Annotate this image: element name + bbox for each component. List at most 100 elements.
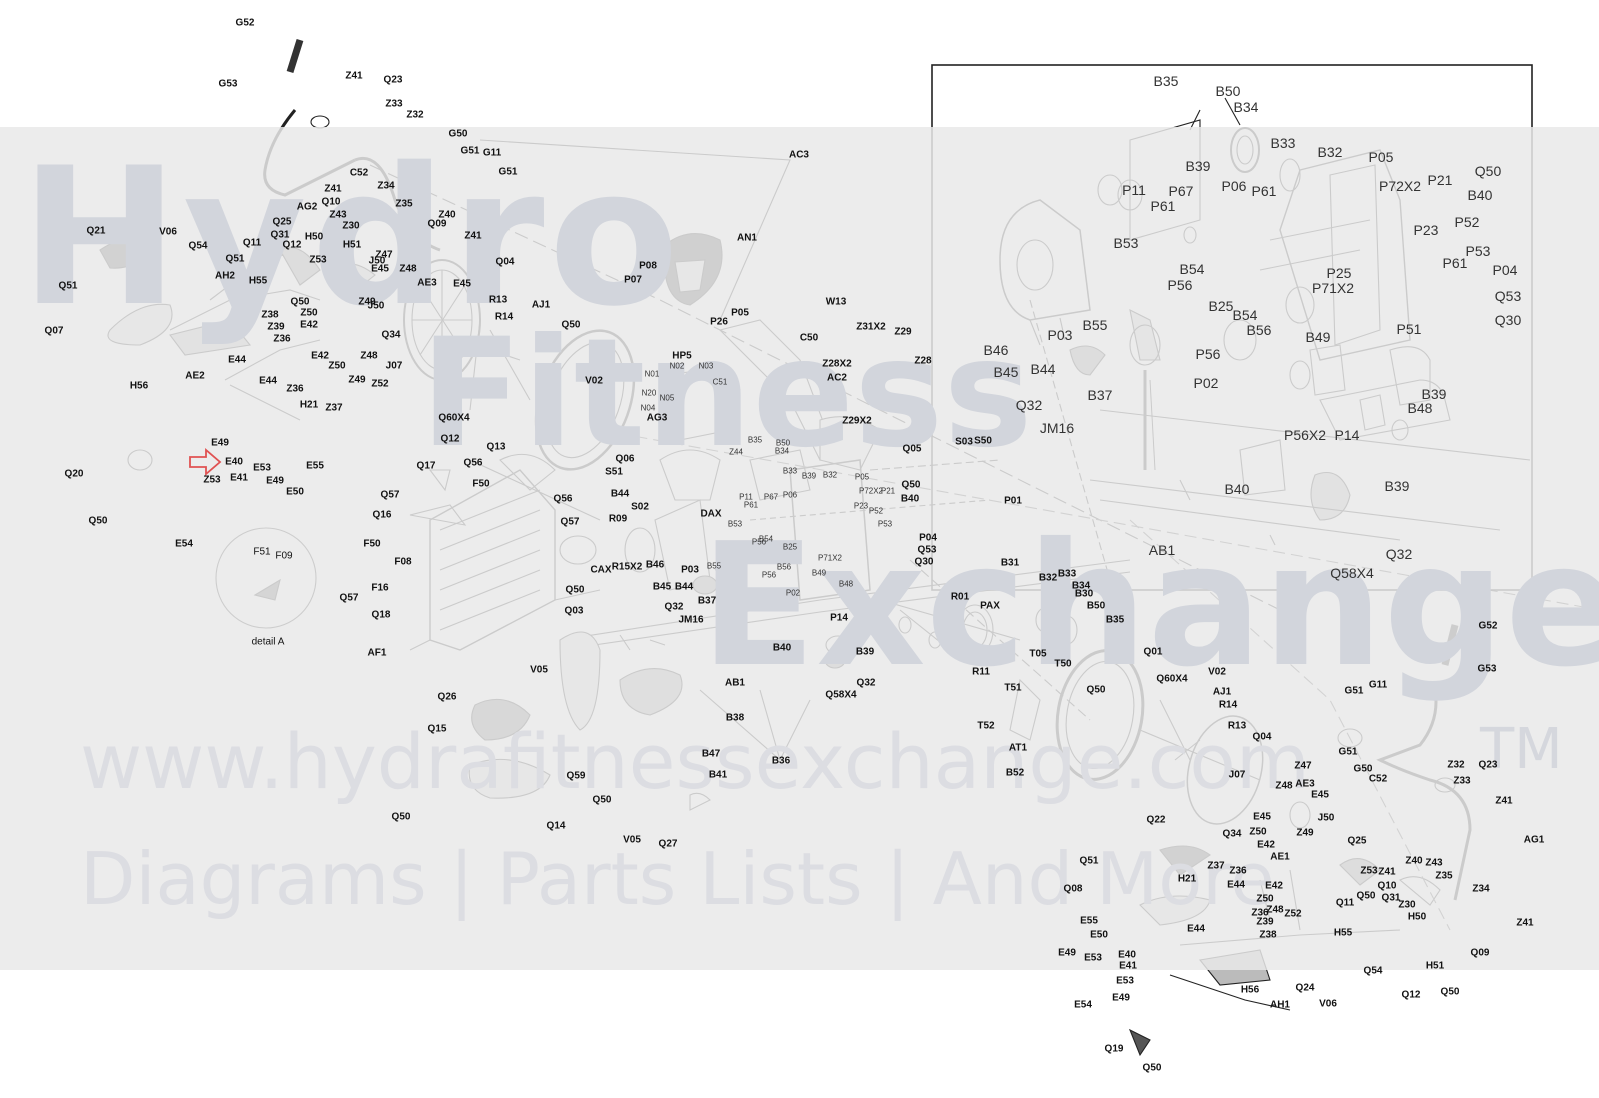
- part-label-small: P11: [739, 492, 753, 502]
- part-label: S50: [974, 435, 992, 447]
- inset-part-label: P06: [1221, 178, 1247, 194]
- part-label: E41: [230, 472, 248, 484]
- part-label: Q19: [1104, 1043, 1124, 1055]
- part-label: J50: [367, 300, 385, 312]
- inset-part-label: Q58X4: [1330, 565, 1374, 581]
- part-label: AE1: [1270, 851, 1290, 863]
- part-label: B52: [1005, 767, 1025, 779]
- part-label: Q25: [272, 216, 292, 228]
- part-label: Z52: [1284, 908, 1302, 920]
- inset-part-label: P71X2: [1311, 280, 1355, 296]
- part-label: Q50: [561, 319, 581, 331]
- part-label: Q22: [1146, 814, 1166, 826]
- part-label: Z47: [375, 249, 393, 261]
- part-label: AH2: [214, 270, 236, 282]
- part-label: P14: [830, 612, 848, 624]
- part-label-small: B50: [775, 438, 791, 448]
- part-label: Z36: [286, 383, 304, 395]
- part-label: AE3: [417, 277, 437, 289]
- part-label: P04: [919, 532, 937, 544]
- part-label-small: P02: [785, 588, 801, 598]
- inset-part-label: P56: [1195, 346, 1221, 362]
- part-label: E55: [1080, 915, 1098, 927]
- part-label: Q06: [615, 453, 635, 465]
- part-label: R14: [494, 311, 514, 323]
- part-label: Z50: [1249, 826, 1267, 838]
- part-label: B35: [1105, 614, 1125, 626]
- part-label: G11: [1368, 679, 1388, 691]
- part-label: J07: [385, 360, 403, 372]
- part-label-small: N20: [641, 388, 657, 398]
- part-label: Z53: [309, 254, 327, 266]
- inset-part-label: P56X2: [1283, 427, 1327, 443]
- part-label: Q50: [592, 794, 612, 806]
- inset-part-label: B54: [1232, 307, 1258, 323]
- part-label: G52: [1478, 620, 1498, 632]
- part-label: Z48: [360, 350, 378, 362]
- inset-part-label: B55: [1082, 317, 1108, 333]
- part-label: Z36: [273, 333, 291, 345]
- inset-part-label: P53: [1465, 243, 1491, 259]
- part-label: Z53: [1360, 865, 1378, 877]
- part-label-small: C51: [712, 377, 728, 387]
- part-label: G51: [1338, 746, 1358, 758]
- part-label: E41: [1119, 960, 1137, 972]
- inset-part-label: B44: [1030, 361, 1056, 377]
- part-label: E54: [1074, 999, 1092, 1011]
- part-label: T50: [1054, 658, 1072, 670]
- part-label: Z47: [1294, 760, 1312, 772]
- part-label-small: P21: [880, 486, 896, 496]
- part-label: J50: [1317, 812, 1335, 824]
- part-label: V02: [585, 375, 603, 387]
- part-label: V02: [1208, 666, 1226, 678]
- part-label-small: P56: [751, 537, 767, 547]
- part-label: Q01: [1143, 646, 1163, 658]
- part-label: V05: [623, 834, 641, 846]
- part-label-small: B54: [758, 534, 774, 544]
- inset-part-label: B40: [1224, 481, 1250, 497]
- part-label: E53: [253, 462, 271, 474]
- part-label: P05: [731, 307, 749, 319]
- part-label: Q11: [1335, 897, 1355, 909]
- part-label: Q17: [416, 460, 436, 472]
- part-label-small: Z44: [729, 447, 743, 457]
- part-label: Q03: [564, 605, 584, 617]
- inset-part-label: B39: [1421, 386, 1447, 402]
- part-label: Q11: [242, 237, 262, 249]
- part-label: R13: [488, 294, 508, 306]
- part-label: Z36: [1251, 907, 1269, 919]
- part-label: E45: [453, 278, 471, 290]
- part-label: E55: [306, 460, 324, 472]
- part-label: Z40: [438, 209, 456, 221]
- part-label: H51: [1425, 960, 1445, 972]
- part-label: Q54: [1363, 965, 1383, 977]
- part-label-small: N05: [659, 393, 675, 403]
- part-label-small: B33: [782, 466, 798, 476]
- part-label: C52: [1368, 773, 1388, 785]
- part-label: B40: [900, 493, 920, 505]
- inset-part-label: P52: [1454, 214, 1480, 230]
- inset-part-label: B32: [1317, 144, 1343, 160]
- part-label-small: B34: [774, 446, 790, 456]
- inset-part-label: P14: [1334, 427, 1360, 443]
- part-label: AN1: [736, 232, 758, 244]
- part-label: Z34: [377, 180, 395, 192]
- part-label: Q15: [427, 723, 447, 735]
- part-label: G53: [218, 78, 238, 90]
- inset-part-label: B35: [1153, 73, 1179, 89]
- part-label: Z50: [328, 360, 346, 372]
- part-label: Z29: [894, 326, 912, 338]
- part-label-small: B48: [838, 579, 854, 589]
- part-label: Q32: [664, 601, 684, 613]
- part-label: Q13: [486, 441, 506, 453]
- part-label: Z48: [1266, 904, 1284, 916]
- part-label-small: N01: [644, 369, 660, 379]
- part-label: C52: [349, 167, 369, 179]
- inset-part-label: B49: [1305, 329, 1331, 345]
- inset-part-label: B34: [1233, 99, 1259, 115]
- part-label: C50: [799, 332, 819, 344]
- detail-a-part: F51: [253, 546, 271, 558]
- part-label: PAX: [980, 600, 1000, 612]
- part-label: Z49: [1296, 827, 1314, 839]
- part-label: V06: [159, 226, 177, 238]
